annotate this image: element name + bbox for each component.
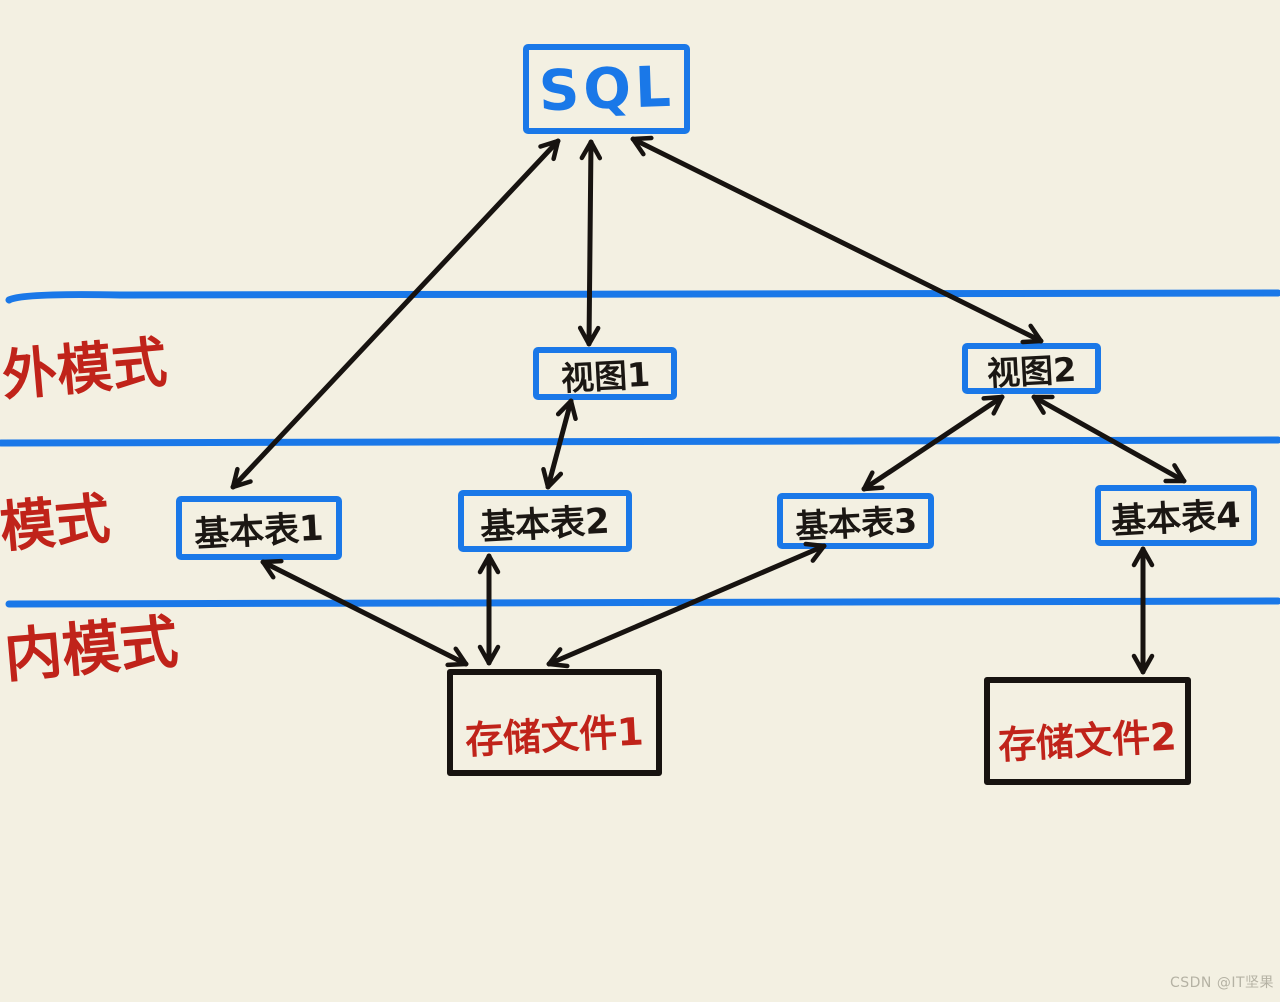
node-table1-label: 基本表1	[193, 508, 325, 555]
edge-sql-view1	[577, 139, 603, 347]
layer-label-conceptual: 模式	[0, 486, 113, 560]
csdn-watermark: CSDN @IT坚果	[1169, 975, 1274, 991]
node-view2-label: 视图2	[986, 349, 1078, 393]
node-table2: 基本表2	[458, 490, 632, 552]
node-sql: SQL	[523, 44, 690, 134]
node-table3: 基本表3	[777, 493, 934, 549]
layer-label-internal: 内模式	[1, 607, 181, 691]
edge-table3-file1	[546, 541, 827, 669]
node-table3-label: 基本表3	[793, 500, 918, 547]
node-view1: 视图1	[533, 347, 677, 400]
node-view1-label: 视图1	[559, 354, 651, 398]
edge-view1-table2	[541, 398, 578, 490]
edge-table1-file1	[260, 558, 469, 668]
node-file2: 存储文件2	[984, 677, 1191, 785]
node-table4-label: 基本表4	[1110, 495, 1242, 543]
node-table1: 基本表1	[176, 496, 342, 560]
divider-line-conceptual	[0, 436, 1280, 447]
node-file1-label: 存储文件1	[464, 709, 645, 763]
node-file1: 存储文件1	[447, 669, 662, 776]
edge-view2-table3	[861, 394, 1005, 492]
node-table2-label: 基本表2	[479, 501, 611, 548]
node-file2-label: 存储文件2	[997, 714, 1178, 768]
node-sql-label: SQL	[537, 54, 676, 124]
edge-view2-table4	[1031, 394, 1187, 484]
edge-sql-table1	[230, 138, 561, 490]
divider-line-internal	[5, 597, 1280, 608]
layer-label-external: 外模式	[0, 329, 170, 409]
edge-sql-view2	[630, 135, 1044, 345]
node-table4: 基本表4	[1095, 485, 1257, 546]
node-view2: 视图2	[962, 343, 1101, 394]
divider-line-external	[5, 289, 1280, 304]
